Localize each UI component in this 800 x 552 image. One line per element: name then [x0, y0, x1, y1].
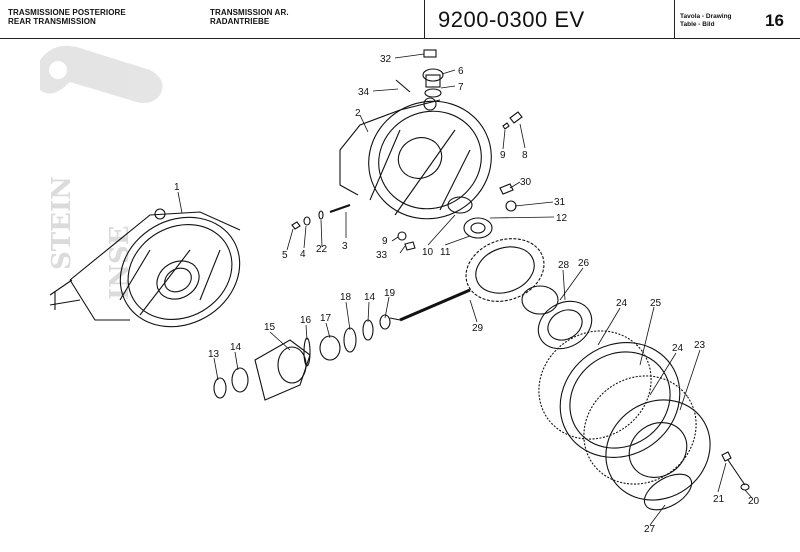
callout-6: 6 — [458, 66, 464, 77]
part-22-ring — [318, 210, 324, 220]
callout-23: 23 — [694, 340, 706, 351]
part-6-7-cap — [395, 49, 444, 98]
part-26-bearing — [521, 285, 559, 315]
callout-24-upper: 24 — [616, 298, 628, 309]
title-german: RADANTRIEBE — [210, 17, 270, 26]
part-8-plug — [509, 111, 523, 124]
part-13-nut — [213, 377, 227, 399]
part-16-ring — [303, 337, 311, 367]
callout-19: 19 — [384, 288, 396, 299]
callout-30: 30 — [520, 177, 532, 188]
callout-4: 4 — [300, 249, 306, 260]
callout-29: 29 — [472, 323, 484, 334]
part-30-bolt — [499, 183, 514, 195]
part-25-ring — [559, 342, 681, 458]
callout-26: 26 — [578, 258, 590, 269]
watermark-text-2: INSE — [105, 225, 135, 300]
callout-16: 16 — [300, 315, 312, 326]
callout-8: 8 — [522, 150, 528, 161]
part-3-stud — [329, 204, 351, 213]
part-9-washer — [502, 122, 510, 130]
callout-9-upper: 9 — [500, 150, 506, 161]
callout-24-lower: 24 — [672, 343, 684, 354]
part-23-cover — [605, 399, 711, 501]
callout-1: 1 — [174, 182, 180, 193]
title-italian: TRASMISSIONE POSTERIORE — [8, 8, 126, 17]
part-33-plug — [404, 241, 416, 251]
part-5-nut — [291, 221, 301, 230]
callout-3: 3 — [342, 241, 348, 252]
drawing-code: 9200-0300 EV — [438, 7, 585, 32]
callout-labels: 1 2 3 4 5 6 7 8 9 9 10 11 12 13 14 14 15… — [174, 54, 760, 535]
callout-11: 11 — [440, 247, 451, 258]
page-number: 16 — [765, 11, 784, 30]
callout-13: 13 — [208, 349, 220, 360]
title-french: TRANSMISSION AR. — [210, 8, 289, 17]
watermark: STEIN INSE — [40, 45, 163, 300]
part-31-nut — [505, 200, 517, 212]
callout-32: 32 — [380, 54, 392, 65]
part-9-lower-washer — [397, 231, 407, 241]
part-29-bevel-gear — [389, 238, 545, 322]
part-27-seal — [643, 473, 693, 511]
callout-17: 17 — [320, 313, 332, 324]
part-1-housing — [49, 208, 241, 328]
callout-27: 27 — [644, 524, 656, 535]
part-21-bolt — [721, 451, 746, 486]
part-14-washer-2 — [362, 319, 374, 341]
callout-31: 31 — [554, 197, 566, 208]
callout-20: 20 — [748, 496, 760, 507]
callout-14-right: 14 — [364, 292, 376, 303]
part-10-seal — [447, 196, 473, 214]
callout-25: 25 — [650, 298, 662, 309]
callout-18: 18 — [340, 292, 352, 303]
part-14-washer — [231, 367, 249, 393]
part-18-bearing — [343, 327, 357, 353]
title-block-it-en: TRASMISSIONE POSTERIORE REAR TRANSMISSIO… — [8, 8, 208, 46]
header-bar — [0, 0, 800, 39]
callout-14-left: 14 — [230, 342, 242, 353]
callout-5: 5 — [282, 250, 288, 261]
callout-33: 33 — [376, 250, 388, 261]
part-4-washer — [303, 216, 311, 226]
part-11-bearing — [463, 217, 493, 239]
callout-2: 2 — [355, 108, 361, 119]
callout-12: 12 — [556, 213, 568, 224]
part-24-gasket — [538, 330, 652, 440]
watermark-text-1: STEIN — [47, 176, 77, 270]
callout-15: 15 — [264, 322, 276, 333]
key-logo-icon — [40, 45, 163, 104]
callout-21: 21 — [713, 494, 725, 505]
leader-lines — [177, 53, 753, 526]
part-17-spacer — [319, 335, 341, 361]
title-block-fr-de: TRANSMISSION AR. RADANTRIEBE — [210, 8, 410, 46]
table-label-block: Tavola - Drawing Table - Bild — [680, 13, 750, 51]
callout-22: 22 — [316, 244, 328, 255]
callout-9-lower: 9 — [382, 236, 388, 247]
callout-34: 34 — [358, 87, 370, 98]
callout-28: 28 — [558, 260, 570, 271]
table-label-de: Table - Bild — [680, 21, 715, 28]
part-24-gasket-2 — [583, 375, 697, 485]
part-19-ring — [379, 314, 391, 330]
part-28-bearing — [537, 300, 593, 350]
part-2-upper-housing — [339, 97, 492, 220]
parts-drawing — [49, 49, 750, 511]
part-15-flange — [254, 339, 311, 401]
key-hole — [49, 61, 67, 79]
callout-10: 10 — [422, 247, 434, 258]
table-label-it-en: Tavola - Drawing — [680, 13, 732, 20]
callout-7: 7 — [458, 82, 464, 93]
title-english: REAR TRANSMISSION — [8, 17, 96, 26]
header-divider — [424, 0, 425, 38]
header-divider — [674, 0, 675, 38]
